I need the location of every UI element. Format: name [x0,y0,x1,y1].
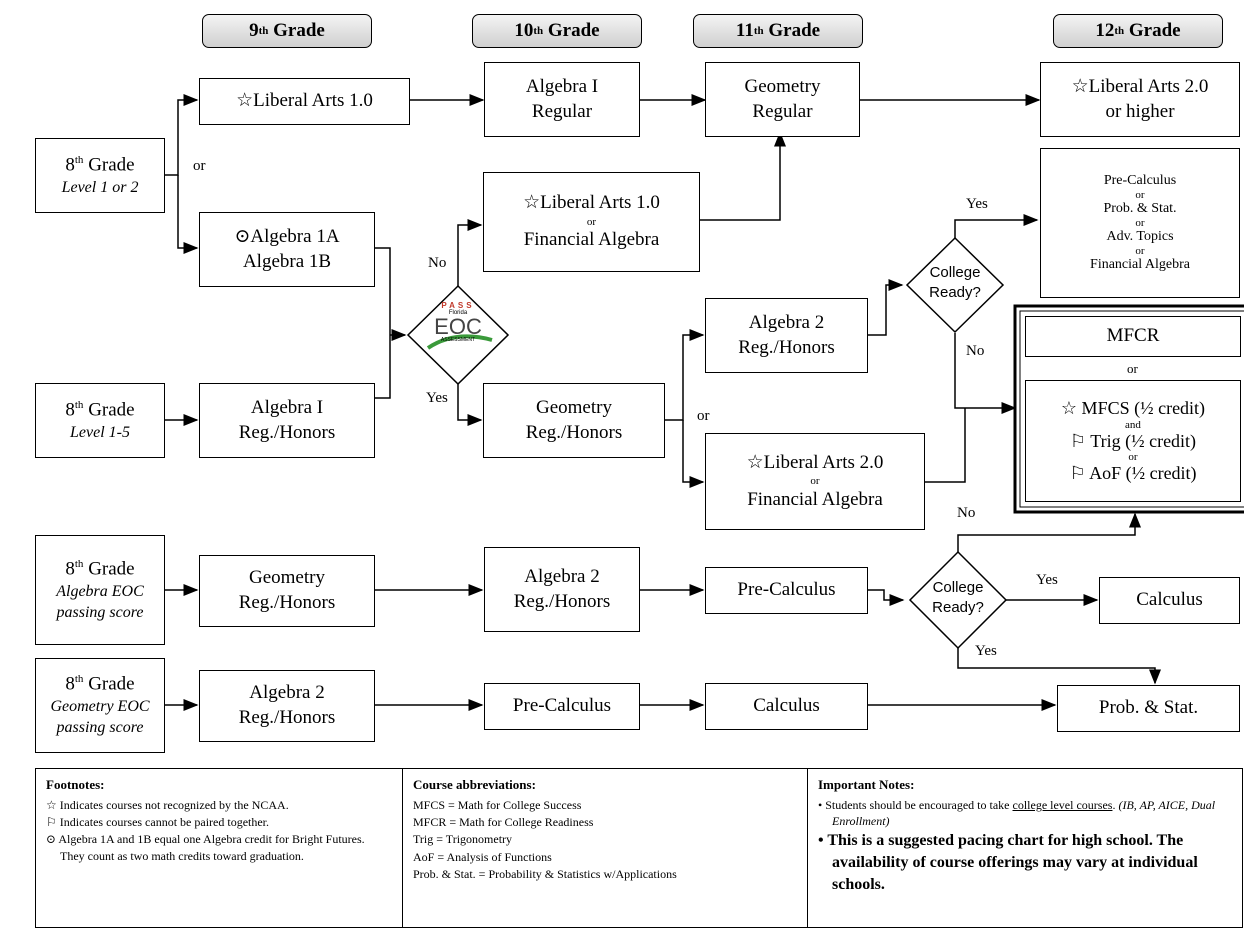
footnote-item: ⊙ Algebra 1A and 1B equal one Algebra cr… [46,832,365,863]
mfcr-or-label: or [1127,361,1138,376]
entry-8th-level-1-2: 8th Grade Level 1 or 2 [35,138,165,213]
label-yes-calculus: Yes [1036,572,1058,588]
entry-8th-geometry-eoc: 8th Grade Geometry EOC passing score [35,658,165,753]
label-or-1: or [193,158,206,174]
important-item-1: • Students should be encouraged to take … [818,798,1216,829]
abbreviation-item: AoF = Analysis of Functions [413,849,552,864]
label-no-upper: No [966,343,985,359]
college-ready-diamond-upper [905,236,1005,334]
box-prob-stat: Prob. & Stat. [1057,685,1240,732]
label-or-2: or [697,408,710,424]
footnotes-column: Footnotes: ☆ Indicates courses not recog… [36,769,403,927]
abbreviations-title: Course abbreviations: [413,777,536,792]
box-precalculus-d: Pre-Calculus [484,683,640,730]
entry-8th-level-1-5: 8th Grade Level 1-5 [35,383,165,458]
college-ready-diamond-lower [908,550,1008,650]
label-yes-eoc: Yes [426,390,448,406]
notes-panel: Footnotes: ☆ Indicates courses not recog… [35,768,1243,928]
box-calculus-d: Calculus [705,683,868,730]
eoc-swoosh [426,334,493,350]
box-mfcs-trig-aof: ☆ MFCS (½ credit)and ⚐ Trig (½ credit)or… [1025,380,1241,502]
label-no-lower: No [957,505,976,521]
abbreviation-item: MFCR = Math for College Readiness [413,815,594,830]
important-notes-column: Important Notes: • Students should be en… [808,769,1242,927]
box-precalculus-c: Pre-Calculus [705,567,868,614]
label-yes-upper: Yes [966,196,988,212]
eoc-logo: PASS Florida EOC ASSESSMENT [434,301,482,343]
footnotes-title: Footnotes: [46,777,105,792]
important-title: Important Notes: [818,777,915,792]
abbreviation-item: Prob. & Stat. = Probability & Statistics… [413,866,677,881]
box-calculus: Calculus [1099,577,1240,624]
important-item-2: • This is a suggested pacing chart for h… [818,832,1198,893]
box-liberal-arts-1: ☆Liberal Arts 1.0 [199,78,410,125]
label-no-eoc: No [428,255,447,271]
box-mfcr: MFCR [1025,316,1241,357]
entry-8th-algebra-eoc: 8th Grade Algebra EOC passing score [35,535,165,645]
label-yes-probstat: Yes [975,643,997,659]
footnote-item: ☆ Indicates courses not recognized by th… [46,798,289,812]
footnote-item: ⚐ Indicates courses cannot be paired tog… [46,815,270,830]
mfcr-group-frame [1013,304,1244,514]
abbreviation-item: Trig = Trigonometry [413,832,513,847]
abbreviation-item: MFCS = Math for College Success [413,798,582,812]
abbreviations-column: Course abbreviations: MFCS = Math for Co… [403,769,808,927]
